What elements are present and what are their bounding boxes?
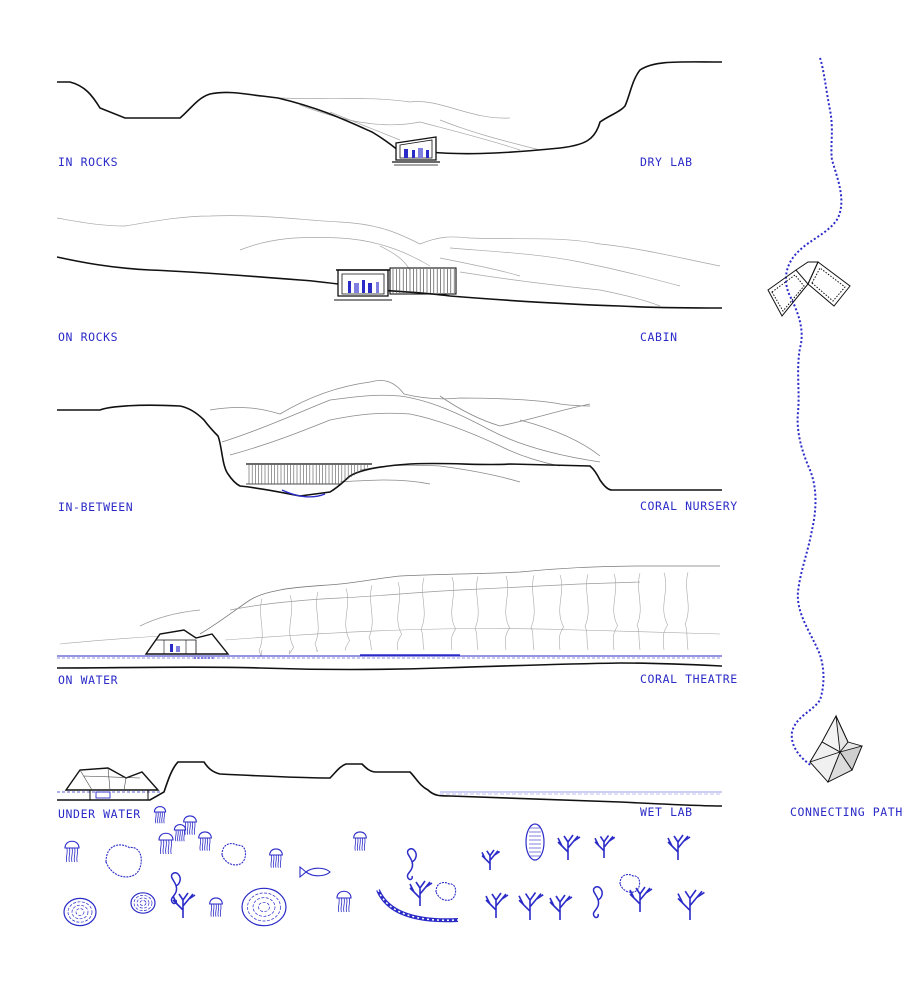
coral-theatre-building (144, 629, 230, 659)
section-label-under-water: UNDER WATER (58, 807, 141, 821)
section-under-water (57, 761, 723, 807)
terrain-contour (229, 412, 561, 467)
ground-line (57, 404, 722, 497)
section-in-between (57, 380, 722, 498)
terrain-contour (519, 419, 601, 457)
section-label-cabin: CABIN (640, 330, 678, 344)
marine-life-illustrations (63, 806, 705, 927)
section-label-dry-lab: DRY LAB (640, 155, 693, 169)
ground-line (57, 61, 723, 155)
section-label-in-between: IN-BETWEEN (58, 500, 134, 514)
terrain-contour (221, 394, 601, 463)
terrain-contour (379, 245, 411, 271)
cliff-outline (139, 609, 201, 627)
terrain-contour (439, 395, 591, 427)
terrain-contour (439, 119, 541, 151)
connecting-path-label: CONNECTING PATH (790, 805, 903, 819)
water-line (281, 489, 326, 498)
theatre-faceted-icon (809, 714, 863, 783)
cabin-plan-icon (767, 261, 851, 317)
section-label-on-rocks: ON ROCKS (58, 330, 119, 344)
terrain-contour (459, 271, 661, 307)
terrain-contour (59, 635, 161, 645)
terrain-contour (56, 215, 721, 267)
connecting-path-diagram (767, 57, 863, 783)
ground-line (57, 761, 723, 807)
terrain-contour (224, 628, 721, 641)
section-on-rocks (56, 215, 723, 309)
terrain-contour (229, 581, 641, 611)
cliff-outline (199, 565, 720, 635)
terrain-contour (239, 236, 431, 267)
section-on-water (56, 565, 723, 671)
terrain-contour (209, 380, 591, 415)
section-label-coral-theatre: CORAL THEATRE (640, 672, 738, 686)
section-label-wet-lab: WET LAB (640, 805, 693, 819)
wet-lab-building (64, 767, 160, 800)
section-in-rocks (57, 61, 723, 166)
terrain-contour (439, 257, 521, 277)
terrain-contour (339, 479, 431, 485)
connecting-path-line (784, 57, 843, 767)
section-label-coral-nursery: CORAL NURSERY (640, 499, 738, 513)
coral-nursery-structure (246, 463, 372, 485)
section-label-in-rocks: IN ROCKS (58, 155, 119, 169)
section-label-on-water: ON WATER (58, 673, 119, 687)
terrain-contour (359, 464, 521, 483)
cabin-deck (389, 267, 457, 295)
cabin-building (334, 267, 457, 301)
terrain-contour (329, 111, 401, 141)
ground-line (56, 662, 723, 671)
dry-lab-building (392, 136, 440, 166)
terrain-contour (449, 247, 681, 287)
terrain-contour (279, 97, 511, 119)
